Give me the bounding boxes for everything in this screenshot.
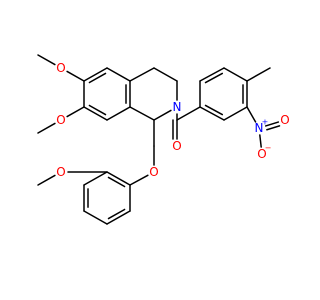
- atom-label-o_carbonyl: O: [172, 139, 181, 153]
- bond-o_ether-p1: [129, 174, 149, 186]
- bond-s1-r5: [129, 106, 155, 121]
- bond-p1-p2-inner: [107, 176, 126, 188]
- bond-o_ome6-me6: [37, 54, 56, 66]
- bond-r3-o_ome7: [66, 106, 85, 118]
- atom-label-o_ome6: O: [56, 61, 65, 75]
- bond-p4-p5: [83, 210, 108, 225]
- bond-t4-me_t: [246, 67, 271, 82]
- bond-r1-r2-inner: [88, 72, 107, 84]
- bond-r1-r2: [83, 67, 108, 82]
- bond-p1-p2: [106, 171, 131, 186]
- label-background-o_nitro_up: [279, 114, 291, 126]
- bond-t3-t4: [223, 67, 248, 82]
- atom-label-n_ring: N: [173, 100, 182, 114]
- bond-t2-t3: [199, 67, 225, 82]
- atom-label-o_nitro_minus: O: [257, 147, 266, 161]
- bond-t6-t1-inner: [204, 104, 224, 116]
- bond-t5-n_nitro: [246, 106, 257, 123]
- atom-label-o_ome_phenyl: O: [56, 165, 65, 179]
- atom-label-o_ome7: O: [56, 113, 65, 127]
- bond-r6-r1: [106, 67, 131, 82]
- bond-p2-p3: [83, 171, 108, 186]
- atom-label-n_nitro: N: [255, 121, 264, 135]
- bond-r6-s4: [129, 67, 155, 82]
- label-background-o_ome6: [55, 62, 67, 74]
- label-background-o_ether: [148, 166, 160, 178]
- bond-t6-t1: [199, 106, 225, 121]
- label-background-o_carbonyl: [171, 140, 183, 152]
- charge-o_nitro_minus: −: [265, 144, 272, 153]
- bond-o_ome_phenyl-me_ph: [37, 174, 56, 186]
- atom-label-o_ether: O: [149, 165, 158, 179]
- bond-t2-t3-inner: [204, 72, 224, 84]
- bond-t5-t6: [223, 106, 248, 121]
- bond-r3-r4: [83, 106, 108, 121]
- label-background-o_ome7: [55, 114, 67, 126]
- label-background-n_nitro: [253, 122, 265, 134]
- bond-layer: [37, 54, 281, 225]
- bond-r2-o_ome6: [66, 70, 85, 82]
- bond-o_ome7-me7: [37, 122, 56, 134]
- label-background-o_nitro_minus: [256, 148, 268, 160]
- bond-n_nitro-o_nitro_up-second: [266, 125, 281, 131]
- bond-kc-t1: [176, 106, 201, 121]
- bond-s4-s3: [153, 67, 178, 82]
- bond-p5-p6-inner: [107, 208, 126, 220]
- label-background-o_ome_phenyl: [55, 166, 67, 178]
- atom-label-o_nitro_up: O: [280, 113, 289, 127]
- bond-n_ring-s1: [153, 109, 172, 121]
- bond-p5-p6: [106, 210, 131, 225]
- charge-n_nitro: +: [262, 118, 269, 127]
- bond-r4-r5: [106, 106, 131, 121]
- bond-n_nitro-o_nitro_up: [264, 121, 280, 127]
- label-background-n_ring: [171, 101, 183, 113]
- bond-r3-r4-inner: [88, 104, 107, 116]
- bond-n_nitro-o_nitro_minus: [259, 134, 262, 148]
